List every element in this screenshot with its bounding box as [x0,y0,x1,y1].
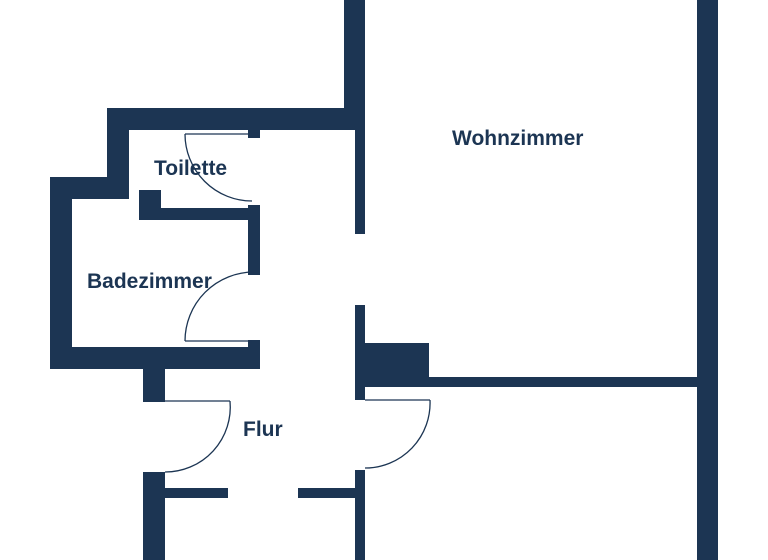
room-label-wohnzimmer: Wohnzimmer [452,127,583,150]
wall-wohnzimmer-bottom [365,377,697,387]
wall-flur-right-bottom [355,470,365,560]
wall-flur-bottom-right [298,488,358,498]
wall-wohnzimmer-upper [344,0,365,130]
wall-toilet-left [107,108,129,198]
room-label-toilette: Toilette [154,157,227,180]
bathroom-door [184,271,255,342]
room-label-badezimmer: Badezimmer [87,270,212,293]
wall-bath-left [50,177,72,369]
toilet-door [184,133,253,202]
wall-toilet-bath [139,190,161,208]
wall-bath-bottom [50,347,260,369]
shaft-block [365,343,429,377]
wall-wohnzimmer-lower [355,305,365,400]
doors [164,133,431,473]
walls [50,0,718,560]
wall-flur-left-top [143,360,165,402]
wall-bath-right-bottom [248,340,260,360]
wall-toilet-right-top [248,130,260,138]
wall-toilet-bath-horizontal [139,208,260,220]
wall-wohnzimmer-mid [355,130,365,234]
wall-flur-bottom-left [165,488,228,498]
flur-left-door [164,400,231,473]
flur-right-door [364,399,431,469]
room-label-flur: Flur [243,418,283,441]
wall-toilet-right [248,205,260,275]
wall-right-outer [697,0,718,560]
wall-flur-left-bottom [143,472,165,560]
wall-top-toilet [107,108,365,130]
